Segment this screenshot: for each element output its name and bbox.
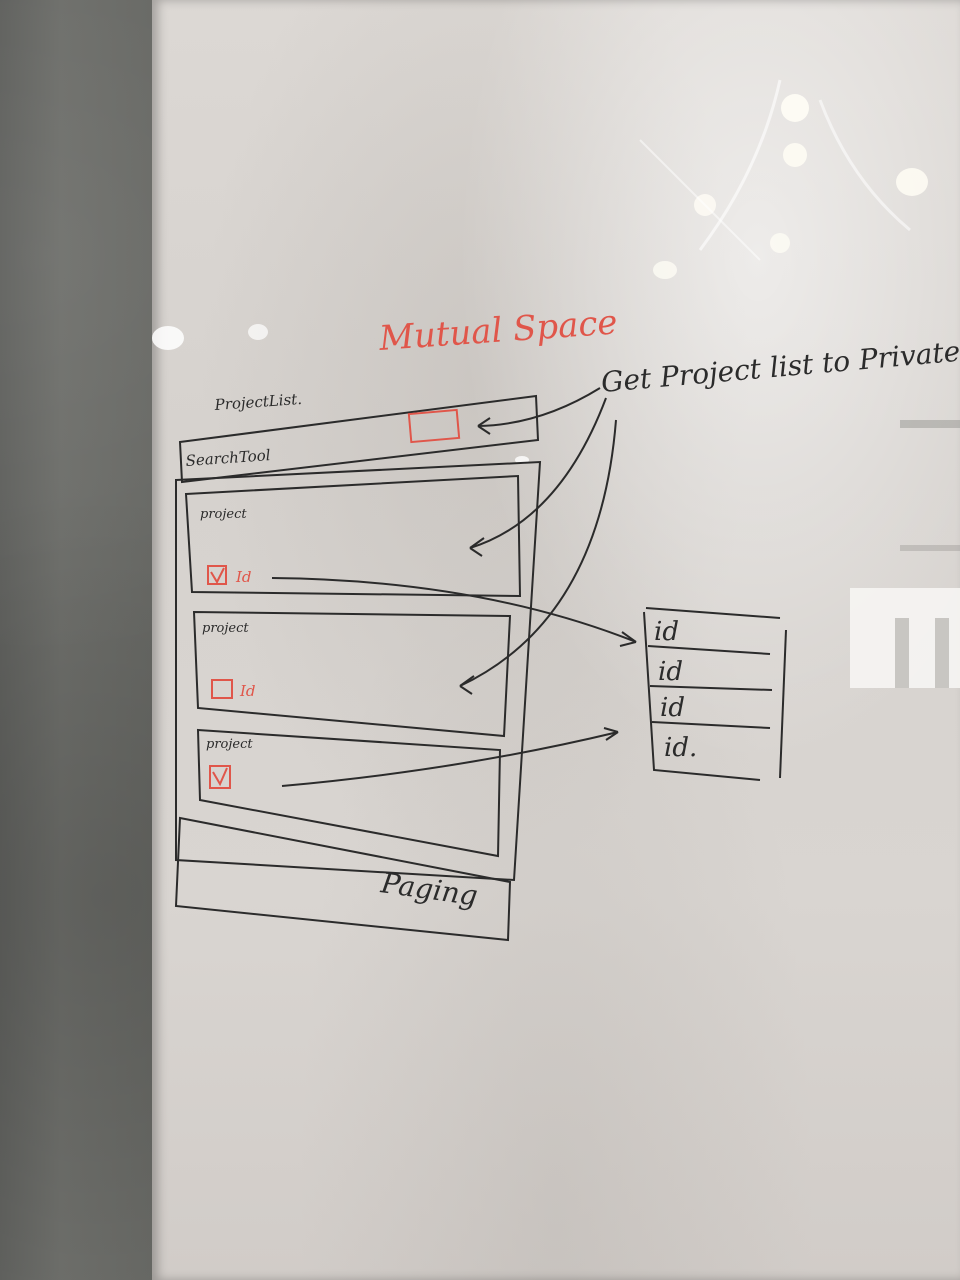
- id-list-item-4: id.: [664, 733, 697, 763]
- project-card-2-checkbox: [211, 679, 233, 699]
- project-card-1-checkbox: [207, 565, 227, 585]
- top-bar: [178, 394, 540, 484]
- project-card-1-label: project: [200, 507, 247, 522]
- whiteboard: [152, 0, 960, 1280]
- project-card-1-id: Id: [235, 568, 252, 586]
- project-card-3-checkbox: [209, 765, 231, 789]
- project-list-container: [175, 460, 542, 882]
- id-list-item-2: id: [658, 657, 683, 687]
- paging-bar: [174, 816, 512, 942]
- arrows: [271, 387, 637, 787]
- id-list-item-3: id: [660, 693, 685, 723]
- project-card-1: [184, 474, 522, 598]
- id-list-item-1: id: [654, 617, 679, 647]
- id-list-box: [643, 607, 787, 781]
- project-list-label: ProjectList.: [213, 390, 303, 414]
- project-card-3: [196, 728, 502, 858]
- search-tool-label: SearchTool: [185, 446, 271, 470]
- checkmark-icon: [210, 567, 225, 585]
- project-card-2-label: project: [202, 621, 249, 636]
- light-reflections: [152, 79, 960, 688]
- concrete-wall: [0, 0, 152, 1280]
- project-card-2-id: Id: [239, 682, 256, 700]
- note-text: Get Project list to Private: [600, 335, 960, 399]
- red-button-sketch: [407, 408, 461, 444]
- project-card-2: [192, 610, 512, 738]
- board-title: Mutual Space: [377, 302, 619, 359]
- project-card-3-label: project: [206, 737, 253, 752]
- checkmark-icon: [212, 767, 228, 787]
